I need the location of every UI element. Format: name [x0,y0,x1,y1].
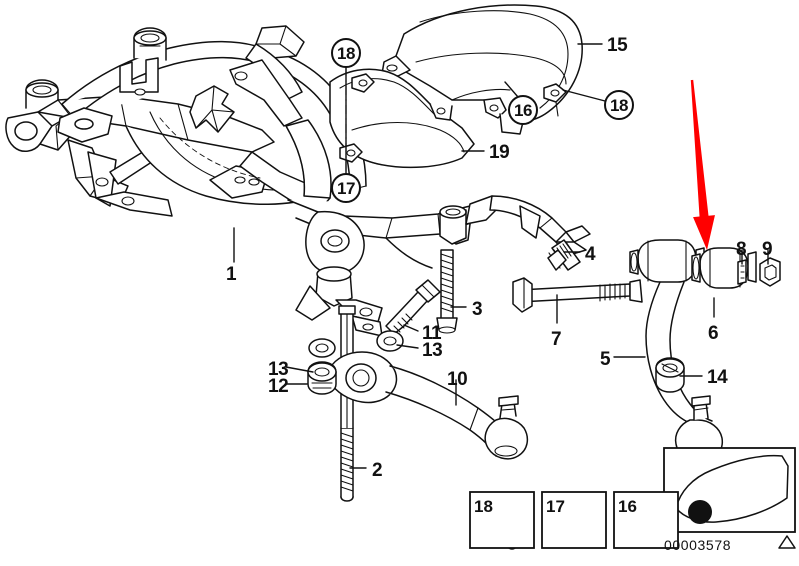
part-7-through-bolt [512,277,643,313]
callout-label-4: 4 [585,244,596,265]
triangle-marker-icon [778,535,796,549]
callout-circle-label-c18a: 18 [337,44,355,63]
callout-label-1: 1 [226,264,237,285]
callout-leader-lines [233,43,769,469]
callout-circle-label-c18b: 18 [610,96,628,115]
legend-label-17: 17 [546,497,565,516]
callout-circles [331,38,634,203]
part-8-washer [737,259,747,285]
legend-frame-18 [469,491,535,549]
callout-label-6: 6 [708,323,719,344]
leader-line-11 [403,324,419,332]
callout-label-5: 5 [600,349,611,370]
callout-circle-label-c17: 17 [337,179,355,198]
vehicle-inset-clip [675,454,789,524]
document-number: 00003578 [664,537,732,553]
callout-label-13b: 13 [422,340,443,361]
part-9-hex-nut [759,257,781,287]
part-14-balljoint-nut [655,357,685,393]
leader-line-13 [285,366,314,373]
legend-frame-16 [613,491,679,549]
callout-circle-label-c16: 16 [514,101,532,120]
callout-label-8: 8 [736,239,747,260]
callout-circle-c18a [331,38,361,68]
callout-circle-c16 [508,95,538,125]
part-12-lock-nut [307,361,337,395]
callout-label-7: 7 [551,329,562,350]
part-13-washer-right [376,330,404,352]
callout-label-2: 2 [372,460,383,481]
callout-label-15: 15 [607,35,628,56]
legend-label-16: 16 [618,497,637,516]
callout-label-13: 13 [268,359,289,380]
part-15-upper-splash-shield [381,4,583,135]
legend-label-18: 18 [474,497,493,516]
callout-label-10: 10 [447,369,468,390]
leader-line-c18b [562,89,606,102]
callout-label-14: 14 [707,367,728,388]
part-6-bushing [691,247,757,289]
part-2-long-bolt [338,305,356,502]
leader-line-c16 [504,81,519,98]
callout-label-11: 11 [422,323,442,344]
red-arrow-shape [690,79,715,250]
legend-frame-17 [541,491,607,549]
callout-label-12: 12 [268,376,289,397]
callout-label-19: 19 [489,142,510,163]
callout-label-3: 3 [472,299,483,320]
part-3-medium-bolt [436,249,458,334]
part-13-washer-left [308,338,336,358]
callout-circle-c18b [604,90,634,120]
red-annotation-arrow [690,79,715,250]
part-4-short-bolt [547,239,581,271]
leader-line-13b [396,344,419,349]
callout-label-9: 9 [762,239,773,260]
part-10-wishbone-arm [329,351,529,460]
callout-circle-c17 [331,173,361,203]
